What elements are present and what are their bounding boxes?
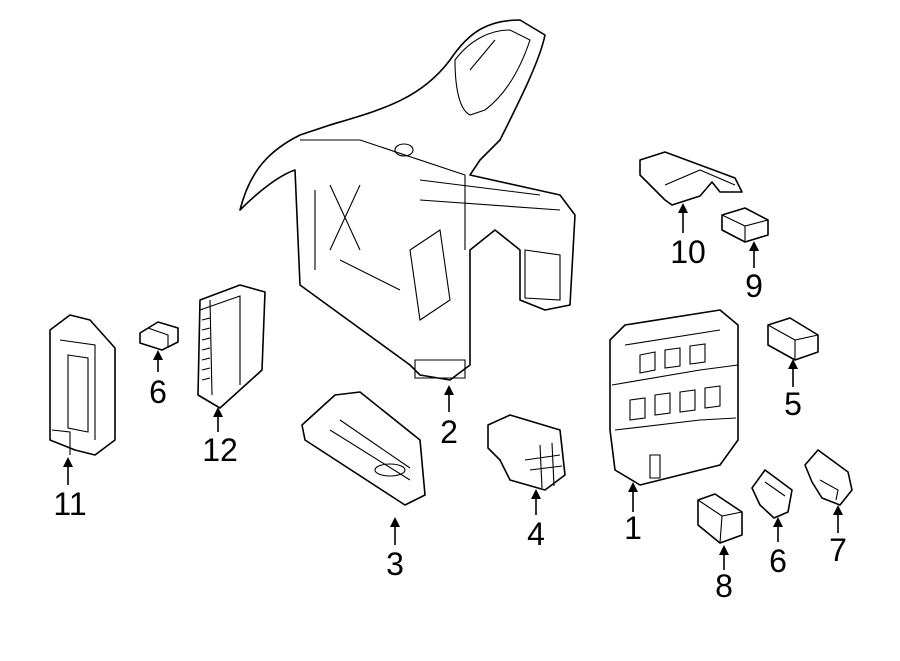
arrowhead-10 [678, 203, 688, 213]
arrowhead-8 [719, 545, 729, 555]
arrowhead-5 [788, 359, 798, 369]
part-6-fuse-left [139, 321, 179, 351]
arrowhead-2 [444, 385, 454, 395]
arrowhead-11 [63, 457, 73, 467]
callout-7: 7 [829, 532, 847, 568]
part-1-fuse-box [609, 309, 739, 486]
arrowhead-1 [628, 482, 638, 492]
part-11-holder [49, 314, 116, 456]
arrowhead-6a [153, 350, 163, 360]
part-5-relay [767, 317, 819, 361]
arrowhead-3 [390, 517, 400, 527]
part-9-relay [721, 207, 769, 243]
arrowhead-6b [773, 517, 783, 527]
part-6-fuse-right [751, 469, 793, 519]
part-7-fuse [804, 449, 853, 506]
callout-10: 10 [670, 234, 706, 270]
callout-9: 9 [745, 268, 763, 304]
callout-6-left: 6 [149, 374, 167, 410]
callout-1: 1 [624, 510, 642, 546]
callout-11: 11 [53, 486, 87, 522]
arrowhead-12 [213, 407, 223, 417]
arrowhead-4 [531, 489, 541, 499]
callout-12: 12 [202, 432, 238, 468]
part-12-module [197, 284, 266, 409]
part-8-fuse [697, 493, 743, 544]
part-10-bracket [639, 151, 743, 206]
callout-3: 3 [386, 546, 404, 582]
callout-5: 5 [784, 386, 802, 422]
arrowhead-9 [749, 241, 759, 251]
leader-arrows [63, 203, 843, 570]
part-2-bracket [239, 19, 576, 381]
callout-2: 2 [440, 414, 458, 450]
part-3-cover [301, 391, 426, 506]
callout-8: 8 [715, 568, 733, 604]
arrowhead-7 [833, 505, 843, 515]
part-4-connector [487, 414, 566, 491]
callout-6-right: 6 [769, 543, 787, 579]
callout-4: 4 [527, 516, 545, 552]
